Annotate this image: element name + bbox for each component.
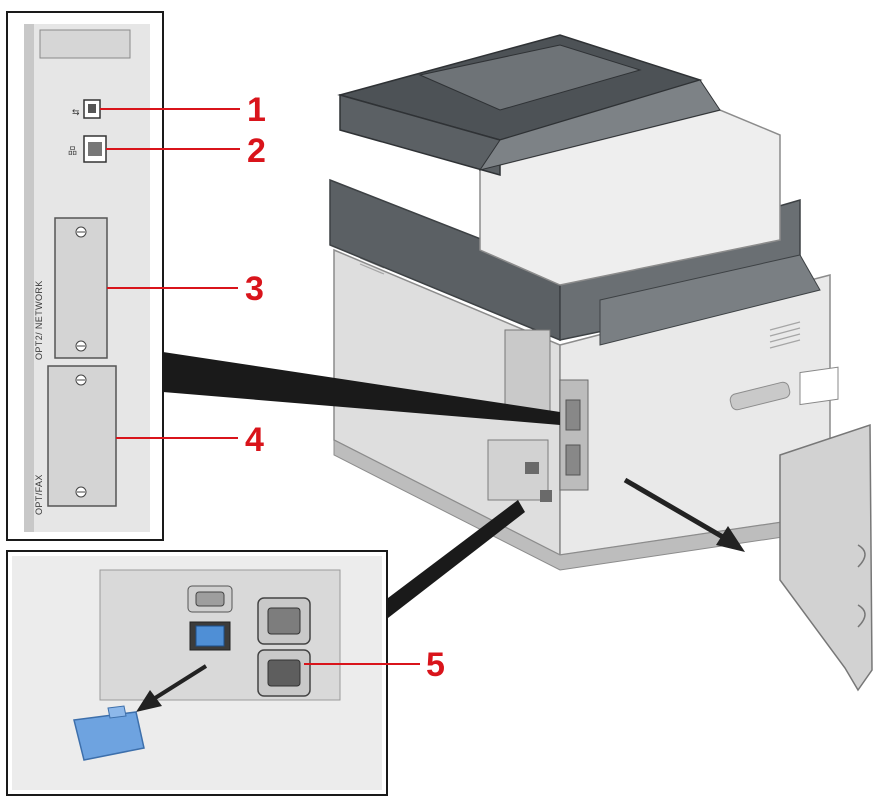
callout-4: 4 xyxy=(245,421,264,459)
callout-1: 1 xyxy=(247,91,266,129)
callout-2: 2 xyxy=(247,132,266,170)
interface-panel-inset: ⇆ 品 OPT2/ NETWORK OPT/FAX xyxy=(6,11,240,541)
removed-rear-cover xyxy=(779,366,873,692)
network-icon: 品 xyxy=(68,146,77,156)
printer-body xyxy=(329,34,831,571)
usb-icon: ⇆ xyxy=(72,107,80,117)
cover-removal-arrow xyxy=(623,477,745,552)
callout-3: 3 xyxy=(245,270,264,308)
opt2-network-slot xyxy=(54,217,108,359)
power-area-inset xyxy=(6,550,420,796)
callout-5: 5 xyxy=(426,646,445,684)
opt-fax-label: OPT/FAX xyxy=(34,474,44,515)
opt-fax-slot xyxy=(47,365,117,507)
zoom-connector-top xyxy=(163,352,560,425)
cap-removal-arrow xyxy=(150,664,208,702)
zoom-connector-bottom xyxy=(388,500,525,618)
opt2-network-label: OPT2/ NETWORK xyxy=(34,280,44,360)
